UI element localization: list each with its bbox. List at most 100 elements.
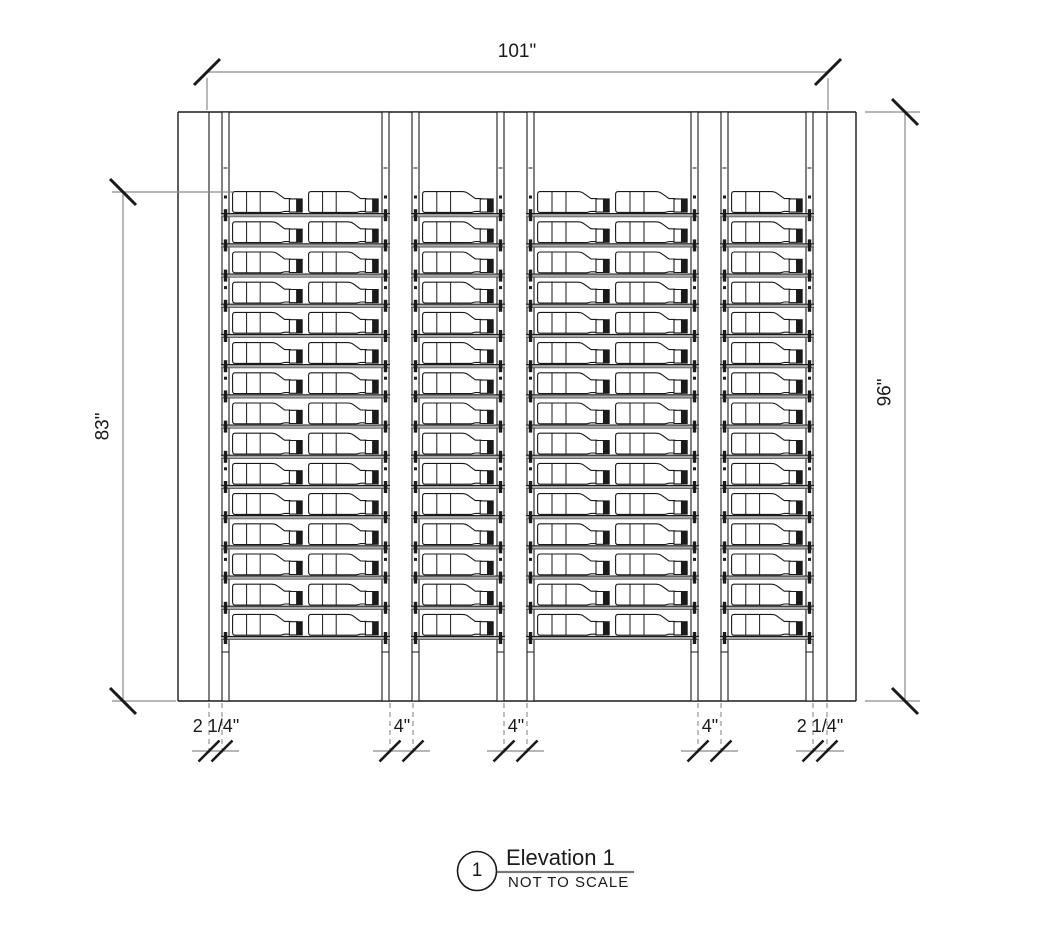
wine-bottle (537, 402, 611, 425)
wine-rack-bay-4 (720, 191, 814, 644)
wine-bottle (232, 402, 304, 425)
wine-bottle (537, 311, 611, 334)
wine-rack-bay-2 (411, 191, 505, 644)
dimension-left-height (108, 177, 233, 716)
wine-bottle (308, 613, 380, 636)
rack-post (526, 111, 535, 702)
wine-bottle (731, 523, 804, 546)
wine-bottle (537, 493, 611, 516)
wine-bottle (422, 432, 495, 455)
wine-bottle (422, 462, 495, 485)
shelf-rail (720, 511, 814, 524)
wine-bottle (232, 462, 304, 485)
wine-bottle (422, 523, 495, 546)
wine-bottle (537, 372, 611, 395)
wine-bottle (537, 553, 611, 576)
dimension-label-bottom-2: 4" (507, 716, 525, 736)
shelf-rail (411, 209, 505, 222)
drawing-title: Elevation 1 (506, 845, 615, 870)
drawing-scale-note: NOT TO SCALE (508, 874, 630, 891)
wine-bottle (422, 342, 495, 365)
wine-bottle (731, 462, 804, 485)
shelf-rail (720, 390, 814, 403)
shelf-rail (411, 481, 505, 493)
wine-bottle (308, 342, 380, 365)
dimension-label-top-width: 101" (497, 41, 537, 62)
shelf-rail (526, 541, 699, 554)
wine-bottle (232, 191, 304, 214)
dimension-bottom-4 (796, 703, 844, 763)
dimension-bottom-0 (192, 703, 239, 763)
shelf-rail (720, 481, 814, 493)
shelf-rail (221, 450, 390, 463)
wine-bottle (308, 372, 380, 395)
detail-number-circle (456, 850, 498, 892)
wine-bottle (731, 613, 804, 636)
wine-bottle (615, 311, 689, 334)
shelf-rail (526, 632, 699, 644)
wine-bottle (731, 251, 804, 274)
dimension-label-bottom-1: 4" (393, 716, 411, 736)
shelf-rail (526, 450, 699, 463)
shelf-rail (720, 330, 814, 342)
wine-bottle (422, 251, 495, 274)
shelf-rail (411, 450, 505, 463)
wine-bottle (308, 191, 380, 214)
dimension-right-height (865, 97, 920, 716)
wine-bottle (232, 311, 304, 334)
wine-bottle (615, 342, 689, 365)
wine-bottle (232, 281, 304, 304)
shelf-rail (411, 390, 505, 403)
title-block (456, 850, 634, 892)
wine-bottle (731, 311, 804, 334)
wine-bottle (537, 462, 611, 485)
shelf-rail (221, 571, 390, 584)
dimension-label-left-height: 83" (92, 412, 114, 441)
shelf-rail (526, 571, 699, 584)
shelf-rail (526, 481, 699, 493)
rack-post (496, 111, 505, 702)
wine-bottle (537, 523, 611, 546)
rack-post (805, 111, 814, 702)
wine-bottle (537, 613, 611, 636)
wine-bottle (422, 402, 495, 425)
wine-rack-bay-1 (221, 191, 390, 644)
wine-bottle (615, 523, 689, 546)
dimension-label-bottom-0: 2 1/4" (192, 716, 240, 736)
wine-bottle (537, 583, 611, 606)
shelf-rail (526, 511, 699, 524)
wine-bottle (308, 493, 380, 516)
shelf-rail (411, 511, 505, 524)
wine-bottle (422, 553, 495, 576)
shelf-rail (411, 269, 505, 282)
shelf-rail (221, 269, 390, 282)
shelf-rail (720, 601, 814, 614)
wine-bottle (537, 251, 611, 274)
shelf-rail (221, 360, 390, 373)
shelf-rail (411, 420, 505, 433)
wine-bottle (232, 342, 304, 365)
shelf-rail (720, 420, 814, 433)
dimension-label-right-height: 96" (874, 378, 896, 407)
wine-bottle (232, 432, 304, 455)
wine-bottle (308, 462, 380, 485)
wine-bottle (308, 402, 380, 425)
shelf-rail (720, 632, 814, 644)
wine-bottle (615, 553, 689, 576)
wine-bottle (731, 553, 804, 576)
shelf-rail (221, 390, 390, 403)
detail-number-label: 1 (471, 860, 483, 881)
shelf-rail (720, 571, 814, 584)
wine-bottle (615, 251, 689, 274)
wine-bottle (731, 342, 804, 365)
wine-bottle (615, 462, 689, 485)
rack-post (381, 111, 390, 702)
shelf-rail (221, 420, 390, 433)
shelf-rail (411, 571, 505, 584)
wine-bottle (615, 221, 689, 244)
shelf-rail (221, 601, 390, 614)
shelf-rail (411, 541, 505, 554)
wine-bottle (615, 281, 689, 304)
wine-bottle (615, 372, 689, 395)
shelf-rail (411, 239, 505, 252)
